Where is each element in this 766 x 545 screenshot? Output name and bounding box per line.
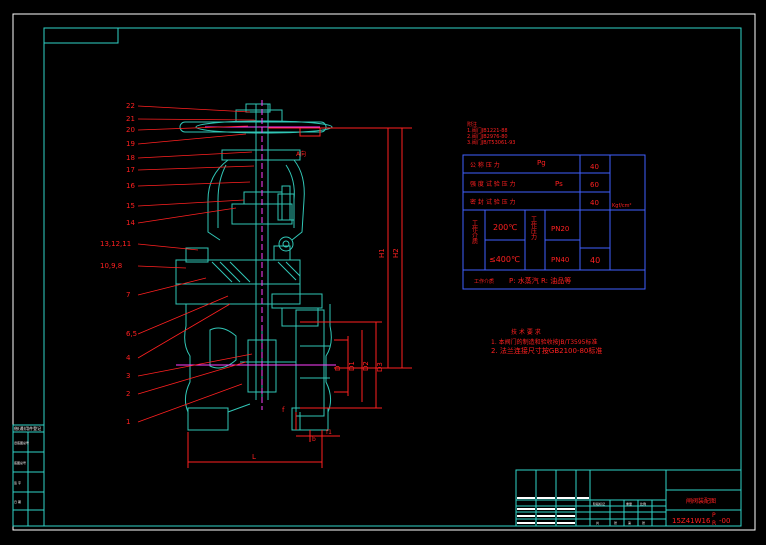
balloon-leader-line [137, 383, 243, 423]
balloon-label: 14 [126, 219, 135, 227]
tb-code-sup: P [712, 512, 716, 519]
notes-title: 附注 [467, 121, 477, 128]
balloon-label: 6,5 [126, 330, 137, 338]
title-block-white-fill [517, 497, 589, 524]
notes-line-2: 2.阀门JB2976-80 [467, 133, 508, 140]
dim-label-H1: H1 [378, 248, 386, 258]
balloon-leader-line [137, 118, 257, 121]
balloon-leader-line [137, 353, 253, 377]
title-block-grid [515, 469, 742, 527]
balloon-leader-line [137, 265, 187, 269]
pressure-row-1-label: 公 称 压 力 [470, 161, 500, 169]
pn-value: 40 [590, 256, 600, 265]
stamp-row-5: 日 期 [14, 499, 21, 504]
tb-label-total: 共 [596, 520, 599, 525]
balloon-leader-line [137, 105, 251, 113]
pressure-table-grid [462, 154, 646, 290]
temp-sub-label: 工作压力 [530, 216, 537, 241]
tb-label-weight: 重量 [626, 501, 632, 506]
dim-label-H2: H2 [392, 248, 400, 258]
medium-label: 工作介质 [471, 220, 478, 245]
balloon-leader-line [137, 151, 253, 159]
dimension-lines [187, 127, 412, 468]
tb-product-name: 闸阀装配图 [686, 497, 716, 505]
pn40: PN40 [551, 256, 569, 264]
stamp-row-4: 签 字 [14, 480, 21, 485]
sheet-outer-frame [12, 13, 756, 531]
balloon-label: 19 [126, 140, 135, 148]
tech-req-line-2: 2. 法兰连接尺寸按GB2100-80标准 [491, 346, 602, 355]
notes-line-3: 3.阀门JB/T53061-93 [467, 139, 516, 146]
dim-label-D: D [334, 366, 342, 371]
balloon-label: 16 [126, 182, 135, 190]
balloon-leader-line [137, 181, 251, 187]
balloon-label: 7 [126, 291, 130, 299]
dim-label-D1: D1 [348, 361, 356, 371]
pn20: PN20 [551, 225, 569, 233]
temp-200: 200℃ [493, 223, 517, 232]
balloon-label: 1 [126, 418, 130, 426]
stamp-row-2: 旧底图总号 [14, 440, 29, 445]
balloon-leader-line [137, 207, 237, 224]
sheet-inner-frame [43, 27, 742, 527]
pressure-row-1-value: 40 [590, 163, 599, 171]
notes-line-1: 1.阀门JB1221-88 [467, 127, 508, 134]
pressure-row-3-label: 密 封 试 验 压 力 [470, 198, 516, 206]
balloon-leader-line [137, 277, 207, 296]
pressure-row-1-symbol: Pg [537, 159, 546, 167]
balloon-leader-line [137, 361, 247, 395]
balloon-label: 4 [126, 354, 131, 362]
balloon-leader-line [137, 199, 245, 207]
balloon-leader-line [137, 125, 249, 131]
tb-code-prefix: 15Z41W16 [672, 517, 711, 525]
balloon-label: 10,9,8 [100, 262, 122, 270]
tb-label-scale: 比例 [640, 501, 646, 506]
balloon-leader-line [137, 133, 247, 145]
corner-code-box [43, 27, 119, 44]
dim-label-D3: D3 [376, 362, 384, 372]
tb-code-sub: R [712, 520, 716, 527]
balloon-leader-line [137, 165, 255, 171]
dim-label-b: b [312, 436, 316, 443]
tb-code-suffix: -00 [719, 517, 730, 525]
balloon-label: 21 [126, 115, 135, 123]
temp-400: ≤400℃ [489, 255, 520, 264]
footer-label: 工作介质 [474, 278, 494, 285]
tb-label-of: 第 [628, 520, 631, 525]
dim-label-f: f [282, 406, 285, 414]
tb-label-stage: 阶段标记 [593, 501, 605, 506]
valve-body-drawing [175, 103, 333, 431]
pressure-row-2-value: 60 [590, 181, 599, 189]
stamp-row-3: 底图总号 [14, 460, 26, 465]
tech-req-title: 技 术 要 求 [511, 328, 541, 336]
balloon-label: 15 [126, 202, 135, 210]
left-stamp-grid [12, 424, 45, 527]
dim-label-L: L [252, 453, 256, 461]
pressure-row-2-symbol: Ps [555, 180, 563, 188]
tb-label-sheet-1: 张 [614, 520, 617, 525]
balloon-label: 3 [126, 372, 130, 380]
pressure-unit: Kgf/cm² [612, 203, 632, 209]
balloon-label: 22 [126, 102, 135, 110]
balloon-leader-line [137, 243, 199, 251]
balloon-label: 2 [126, 390, 130, 398]
balloon-label: 18 [126, 154, 135, 162]
balloon-leader-line [137, 303, 231, 359]
dim-label-f1: f1 [326, 429, 332, 436]
pressure-row-3-value: 40 [590, 199, 599, 207]
side-view-tag: A向 [296, 150, 306, 158]
tech-req-line-1: 1. 本阀门的制造和验收按JB/T3595标准 [491, 338, 597, 346]
pressure-row-2-label: 强 度 试 验 压 力 [470, 180, 516, 188]
balloon-label: 17 [126, 166, 135, 174]
stamp-row-1: 借(通)用件登记 [14, 425, 41, 431]
dim-label-D2: D2 [362, 361, 370, 371]
balloon-label: 20 [126, 126, 135, 134]
balloon-label: 13,12,11 [100, 240, 131, 248]
balloon-leader-line [137, 295, 229, 335]
footer-text: P: 水蒸汽 R: 油品等 [509, 276, 571, 285]
tb-label-sheet-2: 张 [642, 520, 645, 525]
